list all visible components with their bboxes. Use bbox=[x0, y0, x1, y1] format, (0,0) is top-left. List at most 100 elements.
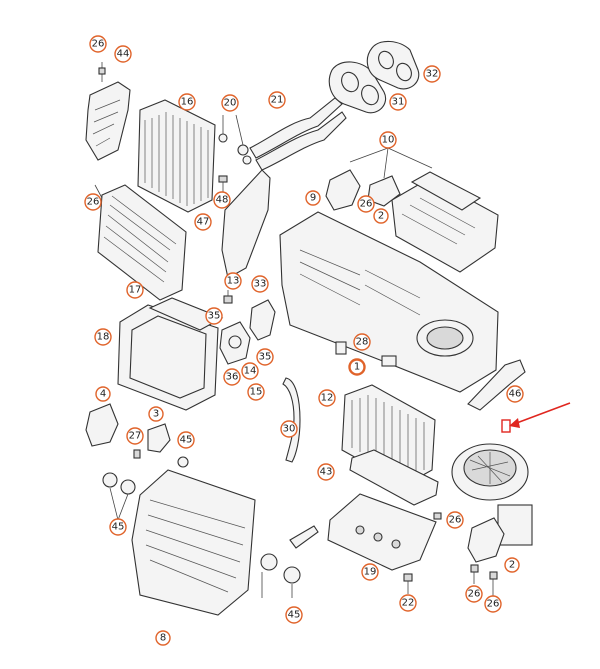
callout-circle bbox=[114, 45, 132, 63]
callout-15: 15 bbox=[247, 383, 265, 401]
callout-circle bbox=[205, 307, 223, 325]
part-33-sensor bbox=[249, 299, 276, 341]
callout-number: 1 bbox=[354, 362, 360, 373]
callout-circle bbox=[256, 348, 274, 366]
callout-circle bbox=[484, 595, 502, 613]
part-13-screw bbox=[223, 290, 233, 304]
callout-20: 20 bbox=[221, 94, 239, 112]
callout-4: 4 bbox=[95, 386, 111, 402]
callout-number: 13 bbox=[227, 276, 240, 287]
callout-number: 8 bbox=[160, 633, 166, 644]
callout-45: 45 bbox=[285, 606, 303, 624]
part-18-filter-frame bbox=[117, 297, 224, 411]
callout-number: 26 bbox=[487, 599, 500, 610]
callout-number: 19 bbox=[364, 567, 377, 578]
part-48-screw bbox=[218, 175, 228, 192]
callout-circle bbox=[357, 195, 375, 213]
callout-circle bbox=[177, 431, 195, 449]
callout-number: 30 bbox=[283, 424, 296, 435]
callout-circle bbox=[305, 190, 321, 206]
callout-circle bbox=[126, 427, 144, 445]
part-21-coolant-pipes bbox=[249, 97, 347, 171]
callout-circle bbox=[84, 193, 102, 211]
part-10-servo-housing bbox=[349, 147, 499, 273]
callout-number: 26 bbox=[87, 197, 100, 208]
part-45-clips-left bbox=[102, 472, 136, 521]
callout-26: 26 bbox=[484, 595, 502, 613]
part-47-bracket bbox=[221, 169, 271, 279]
callout-circle bbox=[95, 386, 111, 402]
part-27-connector bbox=[133, 449, 141, 459]
part-8-lower-housing bbox=[131, 469, 256, 616]
part-22-screw bbox=[403, 573, 413, 594]
callout-circle bbox=[178, 93, 196, 111]
callout-number: 47 bbox=[197, 217, 210, 228]
callout-circle bbox=[213, 191, 231, 209]
callout-circle bbox=[373, 208, 389, 224]
callout-number: 16 bbox=[181, 97, 194, 108]
callout-circle bbox=[318, 389, 336, 407]
callout-9: 9 bbox=[305, 190, 321, 206]
callout-number: 44 bbox=[117, 49, 130, 60]
callout-circle bbox=[241, 362, 259, 380]
callout-43: 43 bbox=[317, 463, 335, 481]
part-19-cover-plate bbox=[327, 493, 437, 571]
part-11-resistor bbox=[381, 355, 397, 367]
callout-19: 19 bbox=[361, 563, 379, 581]
callout-circle bbox=[361, 563, 379, 581]
callout-number: 15 bbox=[250, 387, 263, 398]
part-2-servo-lower bbox=[433, 512, 505, 596]
callout-circle bbox=[506, 385, 524, 403]
callout-36: 36 bbox=[223, 368, 241, 386]
callout-circle bbox=[280, 420, 298, 438]
callout-number: 27 bbox=[129, 431, 142, 442]
part-14-expansion-valve bbox=[219, 321, 251, 365]
part-32-gasket bbox=[366, 40, 420, 90]
callout-26: 26 bbox=[465, 585, 483, 603]
callout-26: 26 bbox=[84, 193, 102, 211]
callout-46: 46 bbox=[506, 385, 524, 403]
callout-circle bbox=[126, 281, 144, 299]
callout-circle bbox=[109, 518, 127, 536]
part-44-bracket bbox=[85, 62, 131, 161]
highlight-arrow bbox=[501, 402, 571, 433]
part-3-actuator bbox=[147, 423, 171, 453]
callout-number: 3 bbox=[153, 409, 159, 420]
part-9-servo-motor bbox=[325, 169, 361, 211]
callout-circle bbox=[349, 359, 365, 375]
callout-circle bbox=[317, 463, 335, 481]
callout-number: 46 bbox=[509, 389, 522, 400]
callout-22: 22 bbox=[399, 594, 417, 612]
callout-number: 45 bbox=[180, 435, 193, 446]
callout-14: 14 bbox=[241, 362, 259, 380]
callout-35: 35 bbox=[205, 307, 223, 325]
callout-27: 27 bbox=[126, 427, 144, 445]
part-1-main-housing bbox=[279, 211, 499, 393]
callout-number: 18 bbox=[97, 332, 110, 343]
callout-number: 31 bbox=[392, 97, 405, 108]
callout-2: 2 bbox=[373, 208, 389, 224]
callout-21: 21 bbox=[268, 91, 286, 109]
callout-circle bbox=[251, 275, 269, 293]
callout-28: 28 bbox=[353, 333, 371, 351]
callout-circle bbox=[194, 213, 212, 231]
callout-number: 26 bbox=[360, 199, 373, 210]
callout-1: 1 bbox=[349, 359, 365, 375]
callout-17: 17 bbox=[126, 281, 144, 299]
callout-number: 9 bbox=[310, 193, 316, 204]
callout-number: 26 bbox=[92, 39, 105, 50]
callout-number: 36 bbox=[226, 372, 239, 383]
callout-number: 10 bbox=[382, 135, 395, 146]
callout-number: 26 bbox=[449, 515, 462, 526]
callout-3: 3 bbox=[148, 406, 164, 422]
callout-circle bbox=[148, 406, 164, 422]
part-43-filter-frame bbox=[349, 449, 439, 506]
callout-2: 2 bbox=[504, 557, 520, 573]
callout-circle bbox=[389, 93, 407, 111]
callout-number: 26 bbox=[468, 589, 481, 600]
callout-31: 31 bbox=[389, 93, 407, 111]
callout-number: 35 bbox=[259, 352, 272, 363]
part-46-bracket bbox=[467, 359, 526, 411]
callout-47: 47 bbox=[194, 213, 212, 231]
